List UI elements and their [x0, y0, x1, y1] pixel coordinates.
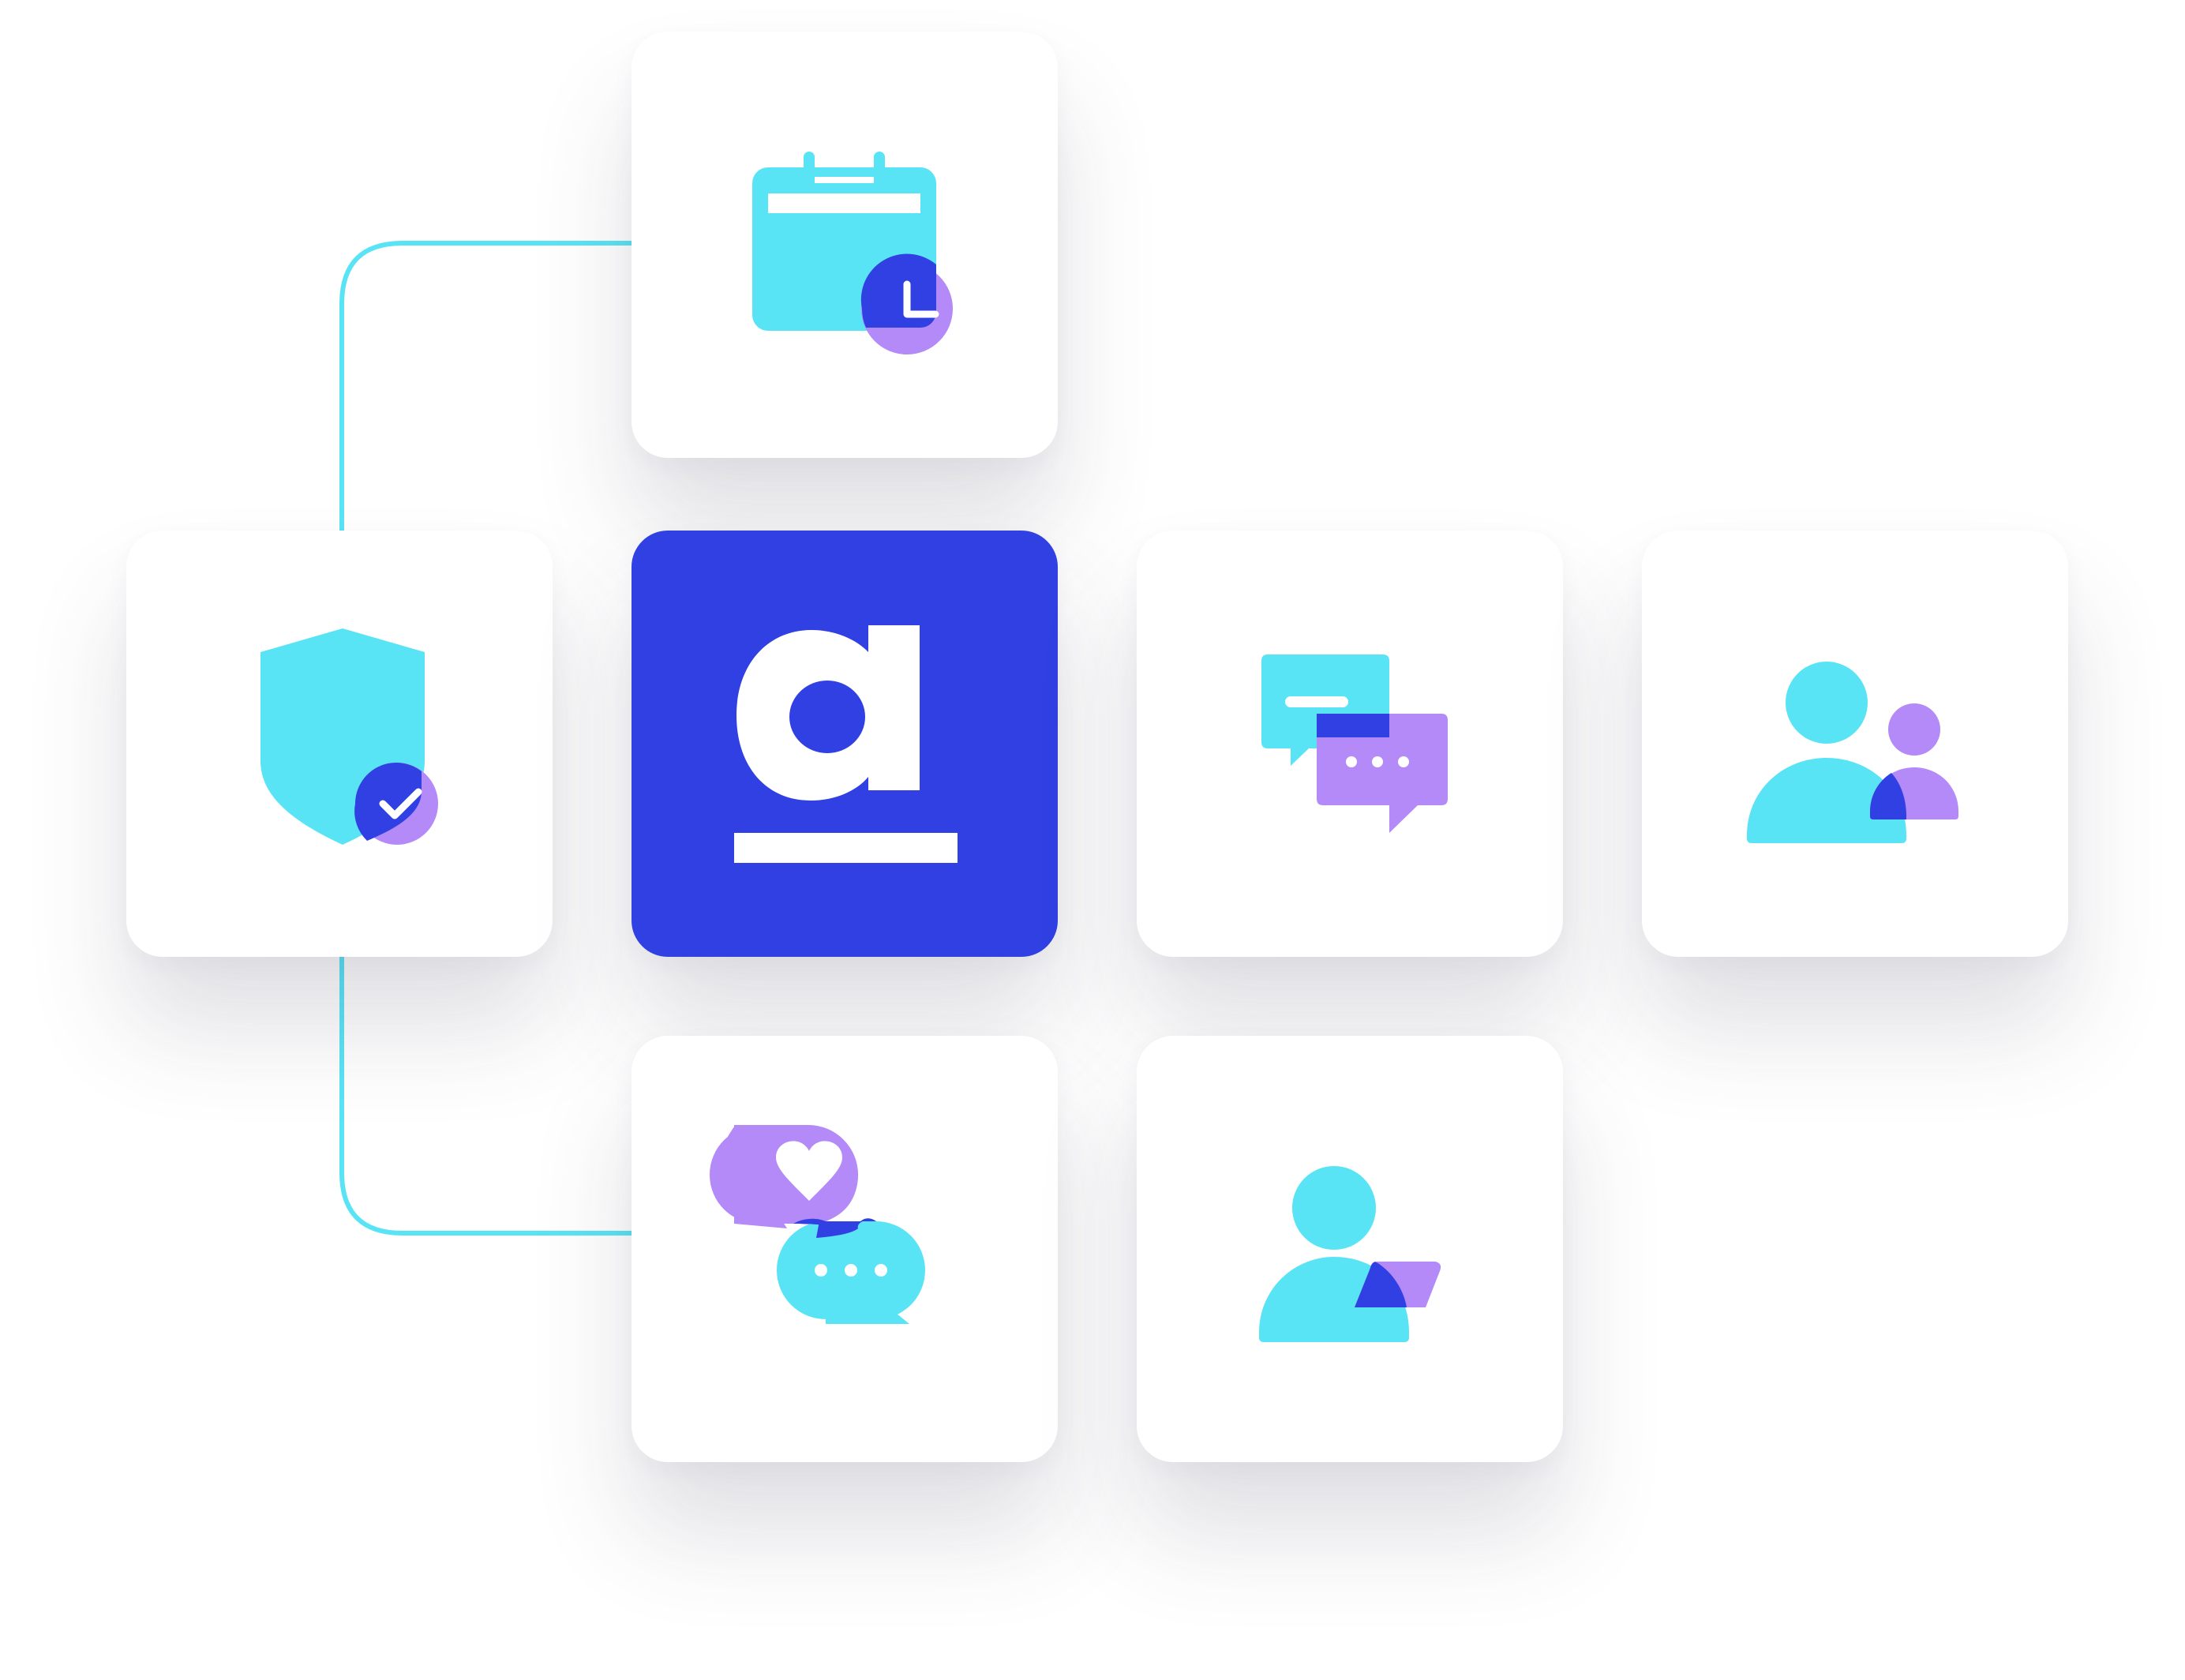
card-team — [1642, 531, 2068, 957]
connector-bottom — [339, 957, 632, 1236]
card-security — [126, 531, 553, 957]
card-brand-logo: a — [632, 531, 1058, 957]
card-user — [1137, 1036, 1563, 1462]
chat-bubbles-icon — [1261, 654, 1448, 833]
user-tag-icon — [1259, 1166, 1441, 1342]
connector-top — [339, 241, 632, 531]
card-chat — [1137, 531, 1563, 957]
brand-a-logo — [734, 625, 958, 863]
heart-chat-icon — [710, 1125, 925, 1324]
card-feedback — [632, 1036, 1058, 1462]
card-calendar — [632, 32, 1058, 458]
calendar-clock-icon — [752, 152, 953, 354]
shield-check-icon — [260, 628, 438, 845]
two-users-icon — [1747, 662, 1958, 843]
